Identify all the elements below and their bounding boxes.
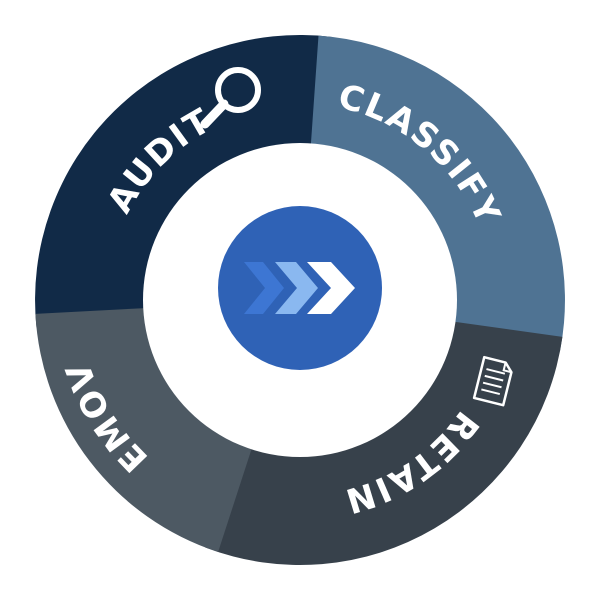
segment-classify [310,35,565,351]
segment-remove [35,308,253,552]
segment-retain [205,321,563,566]
triple-chevron-icon [244,262,355,314]
magnifier-icon [200,67,261,129]
chevron-2 [275,262,318,314]
document-icon [472,355,513,407]
segment-audit [35,35,333,328]
chevron-1 [244,262,284,314]
chevron-3 [307,262,355,314]
